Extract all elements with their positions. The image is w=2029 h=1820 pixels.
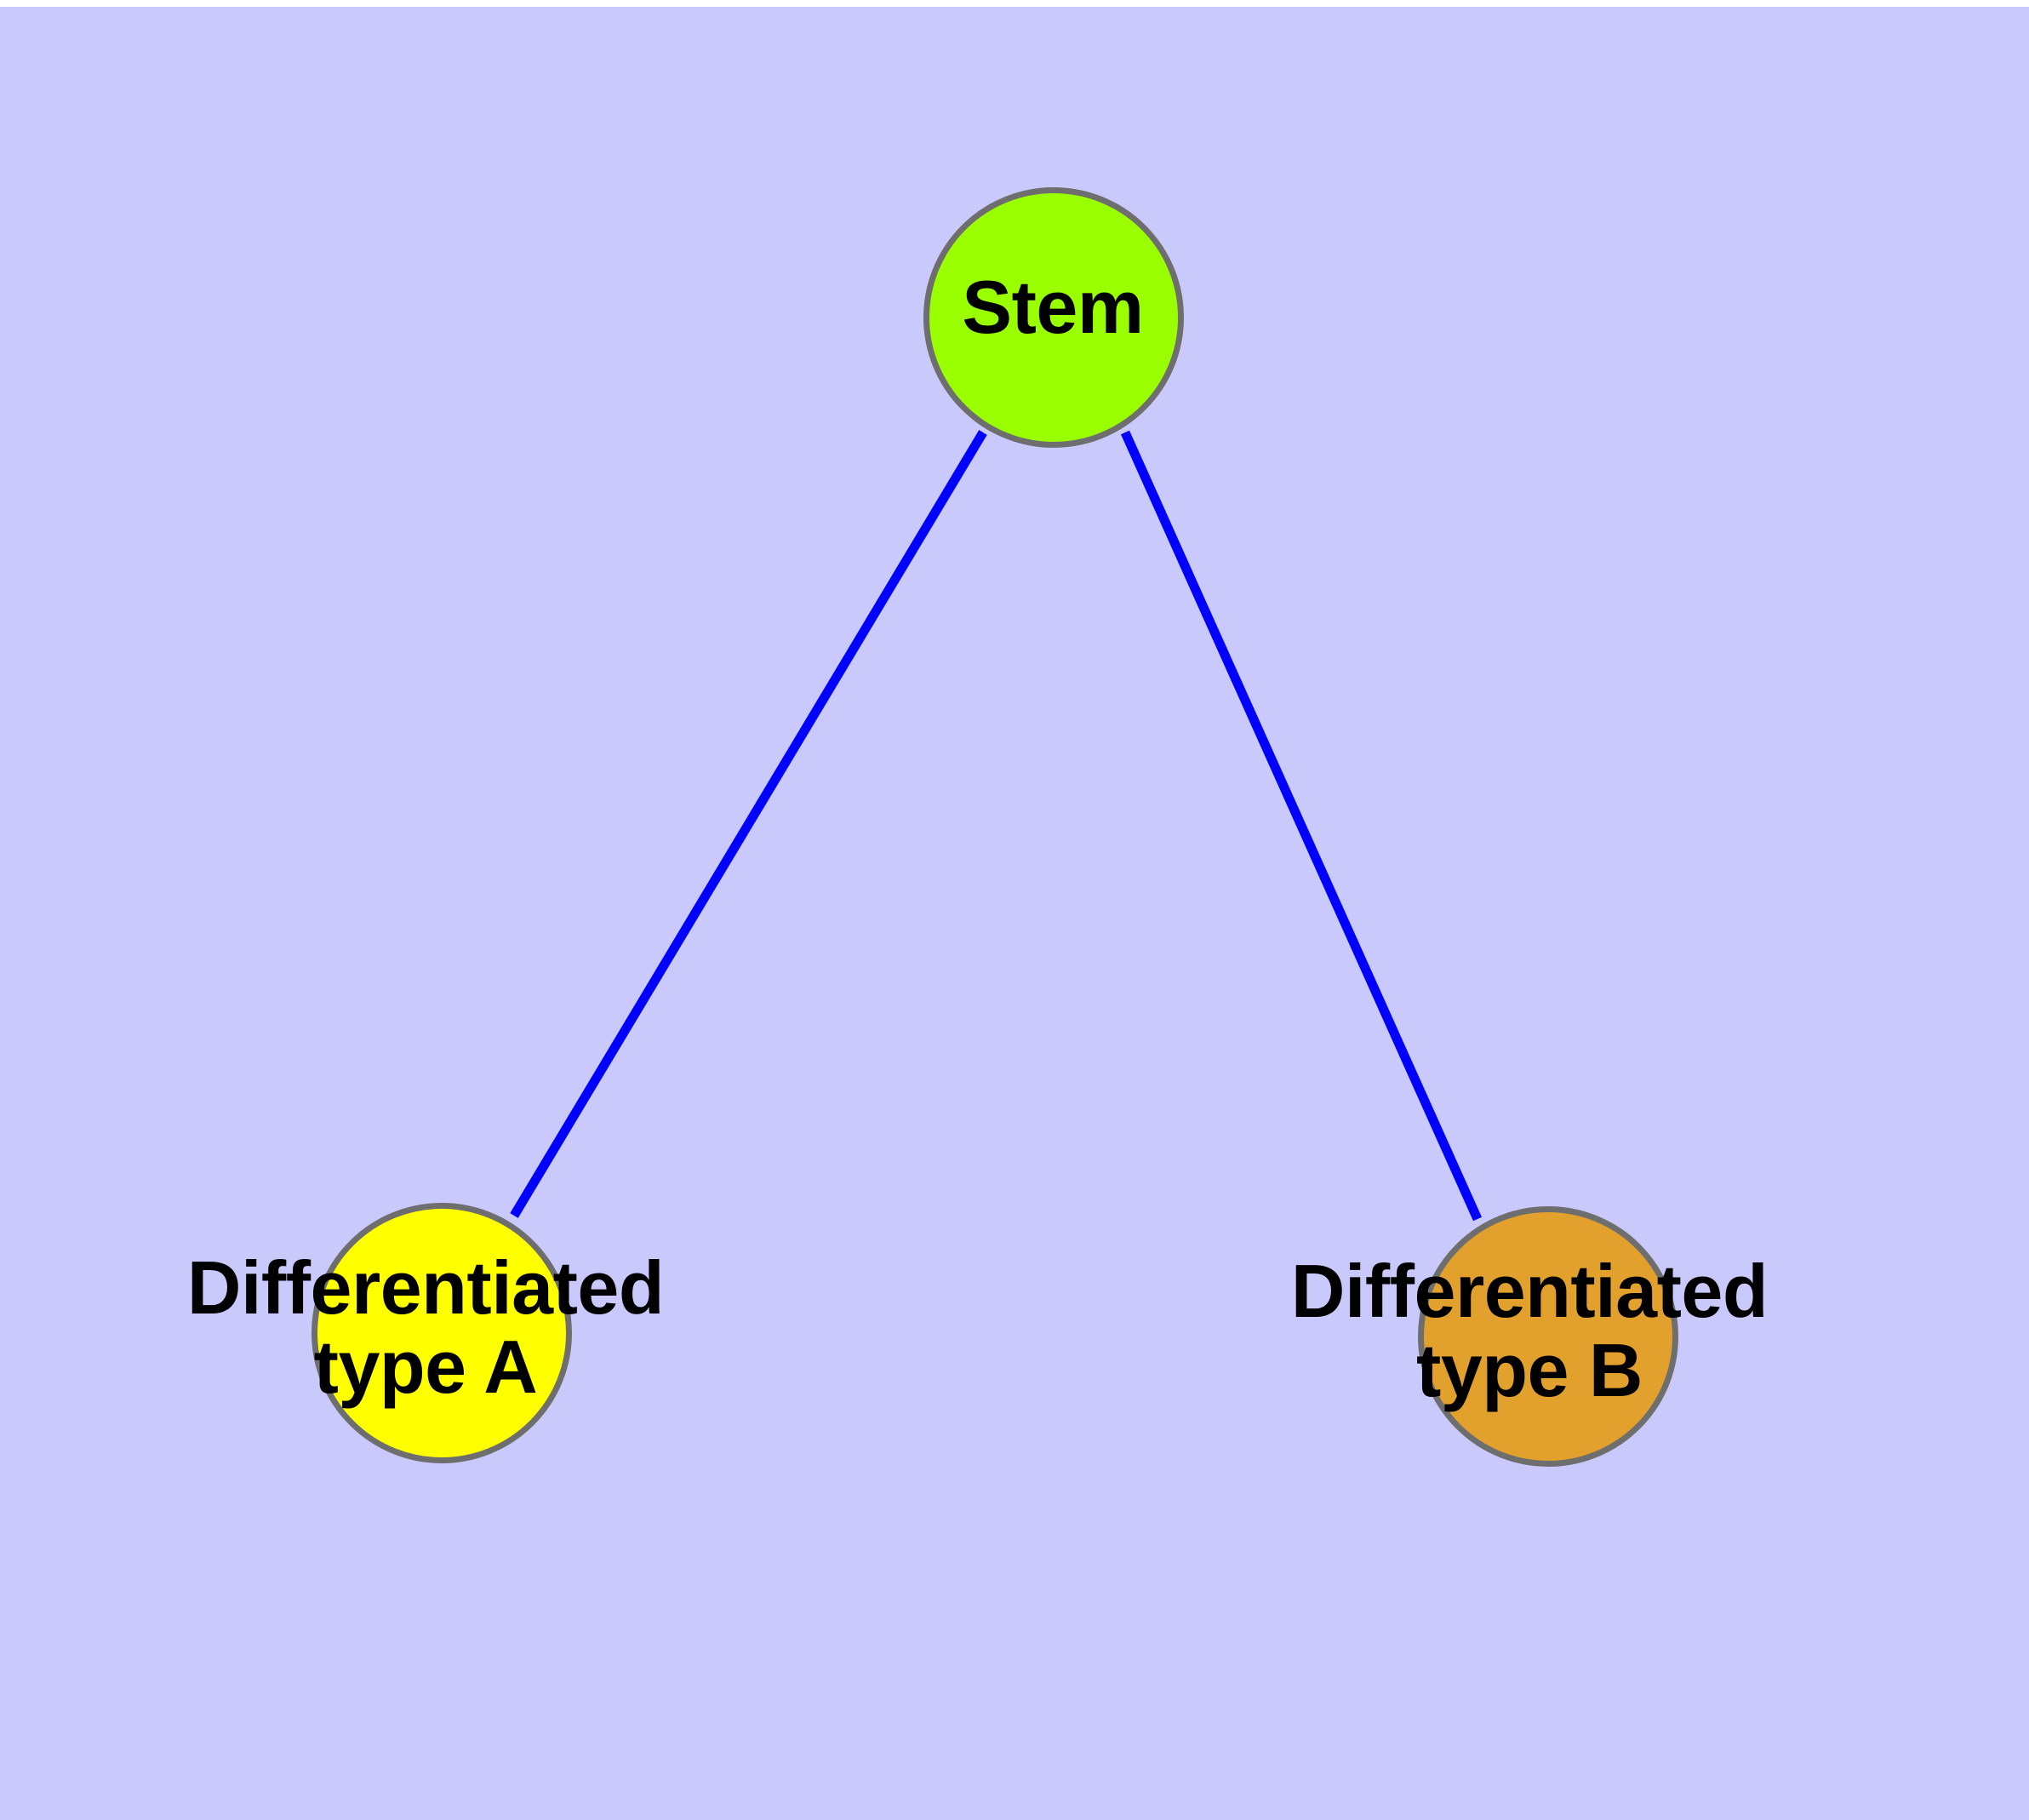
edge-stem-to-type-b <box>1120 430 1483 1222</box>
node-differentiated-type-b[interactable] <box>1418 1206 1678 1467</box>
node-stem[interactable] <box>923 187 1184 448</box>
edge-stem-to-type-a <box>510 430 987 1218</box>
node-differentiated-type-a[interactable] <box>311 1203 572 1463</box>
canvas-top-margin <box>0 0 2029 7</box>
